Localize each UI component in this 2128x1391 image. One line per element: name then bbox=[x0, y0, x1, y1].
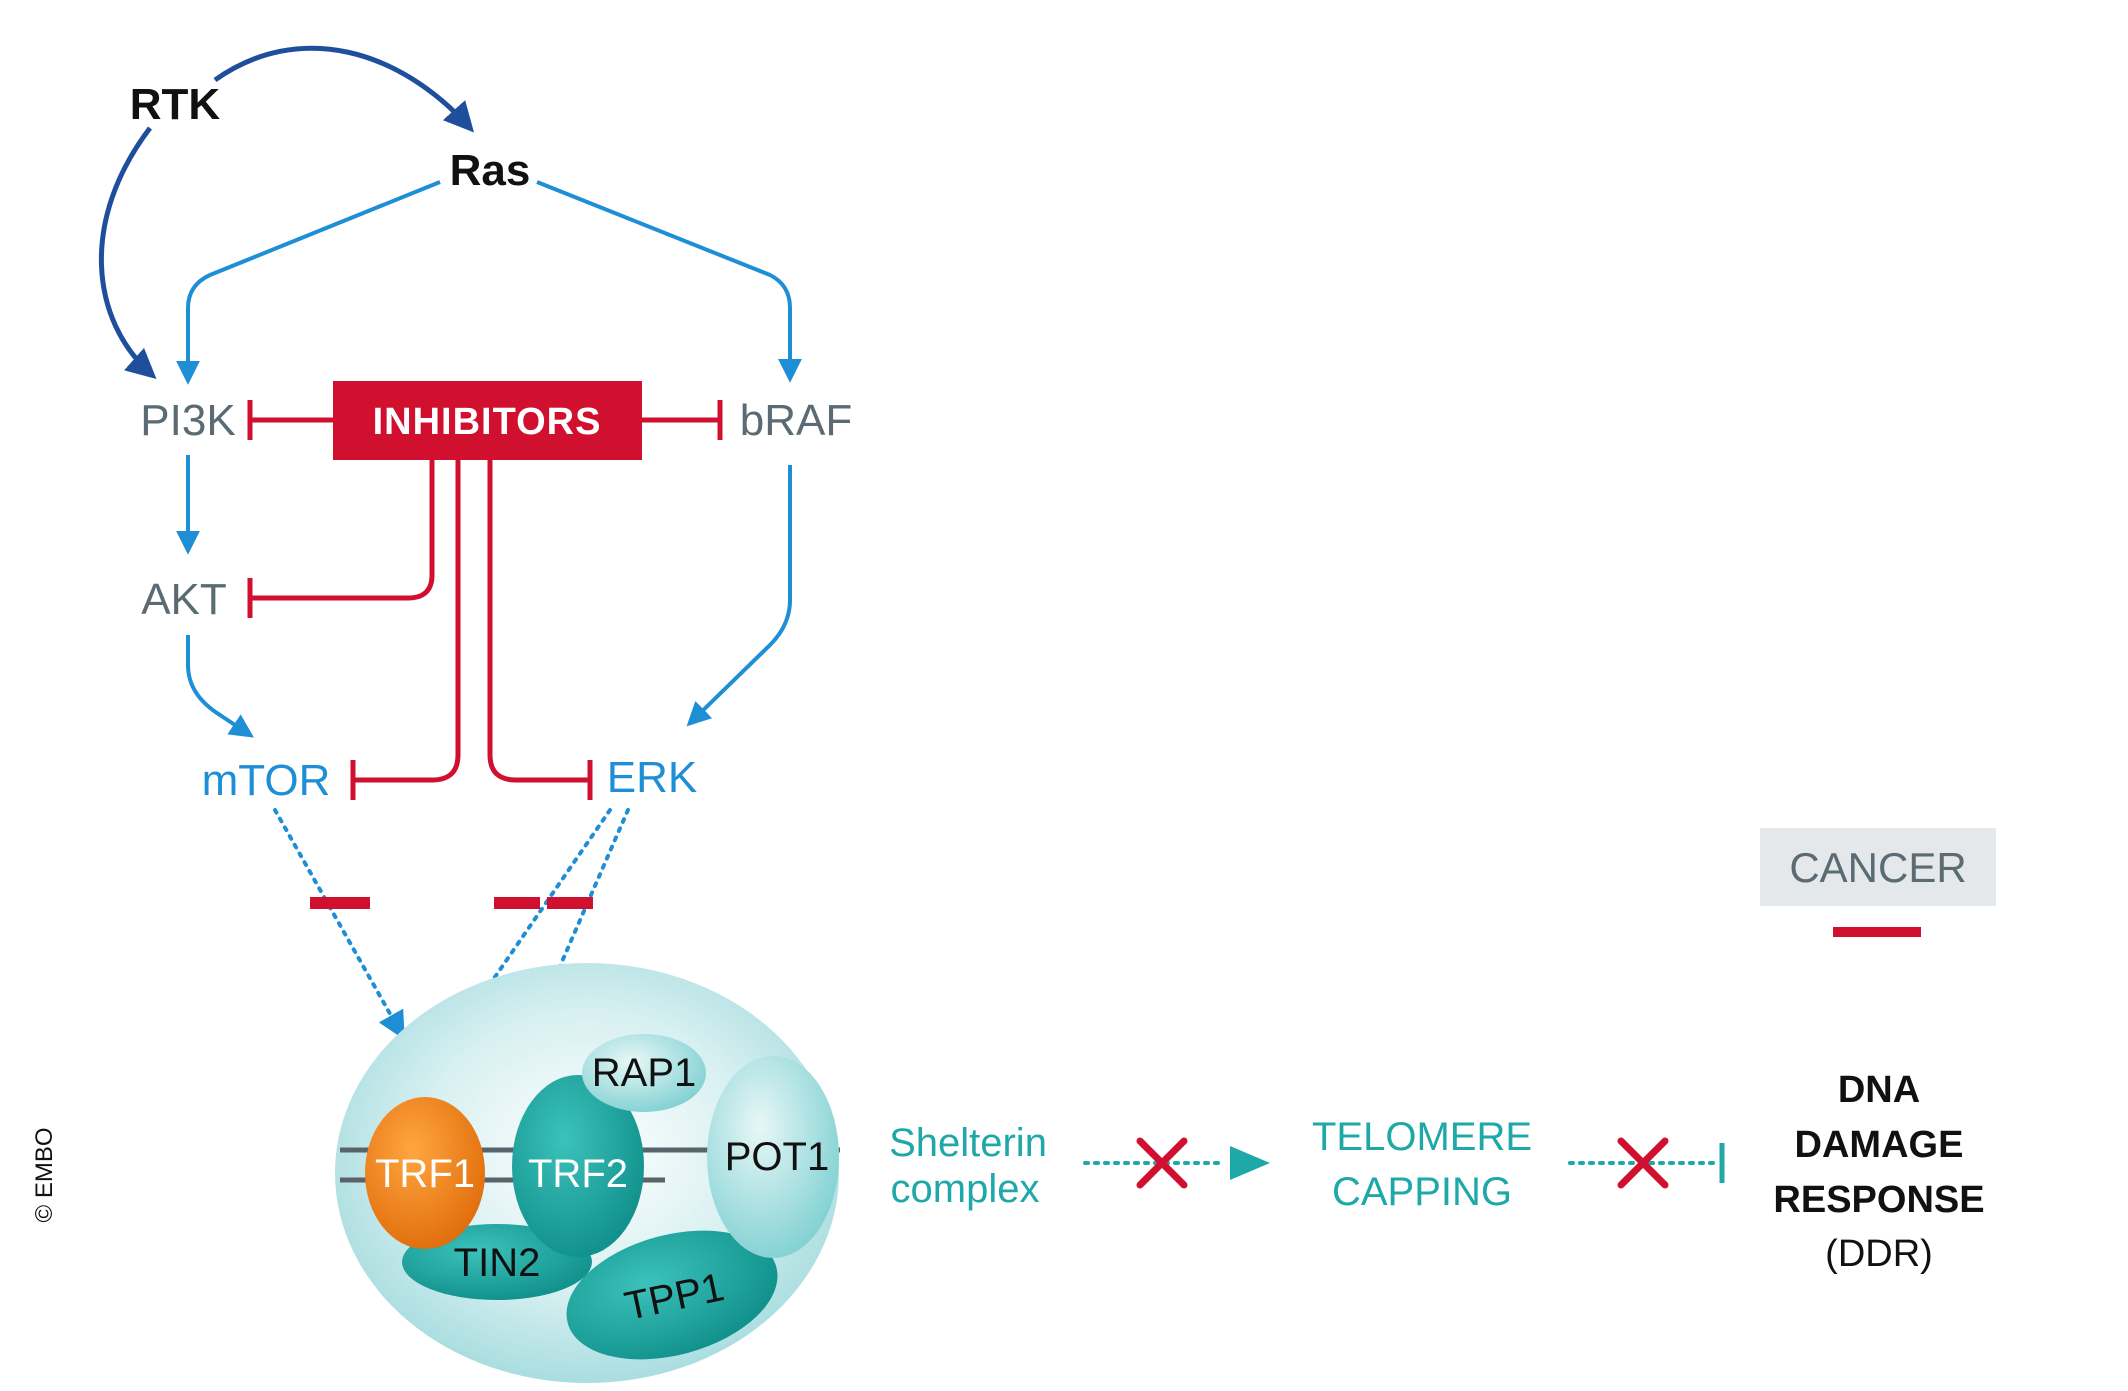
rtk-to-ras-arrow bbox=[213, 45, 475, 133]
akt-label: AKT bbox=[141, 575, 227, 624]
rtk-label: RTK bbox=[130, 80, 221, 129]
rtk-to-pi3k-arrow bbox=[99, 126, 157, 379]
ddr-label-line2: DAMAGE bbox=[1795, 1124, 1964, 1166]
ras-to-braf-arrow bbox=[536, 180, 802, 383]
inhibit-mtor-line bbox=[353, 460, 461, 783]
pi3k-label: PI3K bbox=[140, 396, 235, 445]
erk-label: ERK bbox=[607, 753, 697, 802]
telomere-label-line2: CAPPING bbox=[1332, 1170, 1512, 1214]
trf1-protein bbox=[365, 1097, 485, 1249]
telomere-label-line1: TELOMERE bbox=[1312, 1115, 1532, 1159]
rap1-protein bbox=[582, 1034, 706, 1112]
inhibit-akt-line bbox=[250, 460, 435, 601]
shelterin-label-line2: complex bbox=[891, 1167, 1040, 1211]
mtor-label: mTOR bbox=[202, 756, 331, 805]
trf2-protein bbox=[512, 1075, 644, 1257]
pot1-protein bbox=[707, 1056, 839, 1258]
inhibitor-lines bbox=[247, 400, 723, 800]
trf1-label: TRF1 bbox=[375, 1152, 475, 1196]
copyright-label: © EMBO bbox=[31, 1127, 58, 1222]
shelterin-label-line1: Shelterin bbox=[889, 1121, 1047, 1165]
ras-label: Ras bbox=[450, 146, 531, 195]
mtor-to-trf1-dotted bbox=[273, 808, 405, 1040]
block-x-2 bbox=[1617, 1137, 1669, 1189]
ras-to-pi3k-arrow bbox=[176, 180, 441, 385]
block-x-1 bbox=[1136, 1137, 1188, 1189]
cancer-label: CANCER bbox=[1789, 844, 1966, 891]
ddr-label-line4: (DDR) bbox=[1825, 1233, 1933, 1275]
pot1-label: POT1 bbox=[725, 1135, 829, 1179]
braf-label: bRAF bbox=[740, 396, 852, 445]
trf2-label: TRF2 bbox=[528, 1152, 628, 1196]
inhibitors-box bbox=[333, 381, 642, 460]
ddr-label-line3: RESPONSE bbox=[1773, 1179, 1984, 1221]
inhibit-erk-line bbox=[487, 460, 590, 783]
inhibitors-label: INHIBITORS bbox=[373, 401, 602, 443]
cancer-box bbox=[1760, 828, 1996, 906]
shelterin-to-capping-arrowhead bbox=[1230, 1146, 1270, 1180]
ddr-label-line1: DNA bbox=[1838, 1069, 1920, 1111]
tin2-label: TIN2 bbox=[454, 1241, 541, 1285]
akt-to-mtor-arrow bbox=[186, 635, 254, 738]
braf-to-erk-arrow bbox=[686, 465, 792, 727]
tpp1-protein bbox=[566, 1230, 778, 1360]
rap1-label: RAP1 bbox=[592, 1051, 697, 1095]
